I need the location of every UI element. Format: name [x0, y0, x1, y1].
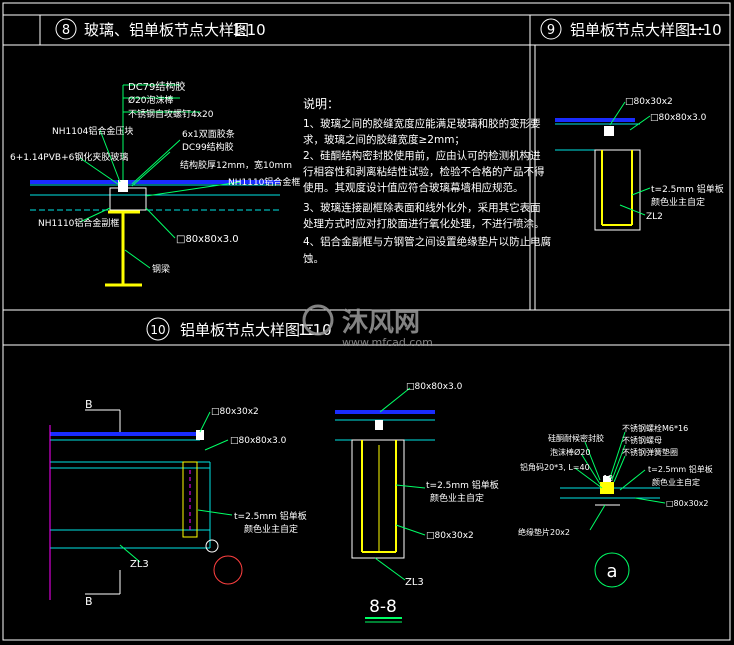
label-panel: t=2.5mm 铝单板	[651, 183, 724, 195]
label-tape: 6x1双面胶条	[182, 128, 235, 140]
label-nut: 不锈钢螺母	[622, 435, 662, 445]
label-tube-large: □80x80x3.0	[650, 113, 707, 123]
glass-panel	[335, 410, 435, 414]
label-tube-small: □80x30x2	[666, 499, 708, 508]
title-text: 铝单板节点大样图一	[570, 21, 705, 39]
label-zl: ZL3	[405, 577, 424, 588]
label-angle: 铝角码20*3, L=40	[520, 462, 590, 472]
title-number: 10	[150, 323, 165, 337]
title-text: 玻璃、铝单板节点大样图	[84, 21, 249, 39]
label-color: 颜色业主自定	[430, 492, 484, 504]
label-subframe: NH1110铝合金副框	[38, 217, 119, 229]
title-detail-9: 9 铝单板节点大样图一 1:10	[540, 18, 722, 40]
label-color: 颜色业主自定	[652, 477, 700, 487]
label-tube-large: □80x80x3.0	[406, 382, 463, 392]
notes-line: 使用。其观度设计值应符合玻璃幕墙相应规范。	[303, 181, 524, 194]
label-glass: 6+1.14PVB+6钢化夹胶玻璃	[10, 151, 128, 163]
sealant	[118, 180, 128, 192]
section-8-8-drawing: □80x80x3.0 t=2.5mm 铝单板 颜色业主自定 □80x30x2 Z…	[335, 382, 499, 623]
label-dc99: DC99结构胶	[182, 141, 234, 153]
title-scale: 1:10	[688, 21, 722, 39]
label-tube: □80x80x3.0	[176, 234, 239, 245]
detail-a-marker	[594, 552, 630, 588]
detail-10-drawing: B B □80x30x2 □80x80x3.0 t=2.5mm 铝单板 颜色业主…	[49, 398, 307, 608]
glass-panel	[50, 432, 200, 436]
label-tube-large: □80x80x3.0	[230, 436, 287, 446]
notes-line: 蚀。	[303, 252, 324, 265]
label-foam-rod: Ø20泡沫棒	[128, 94, 174, 106]
label-frame: NH1110铝合金框	[228, 176, 300, 188]
notes-line: 处理方式时应对打胶面进行氧化处理，不进行喷涂。	[303, 217, 545, 230]
label-panel: t=2.5mm 铝单板	[426, 479, 499, 491]
label-insulation: 绝缘垫片20x2	[518, 527, 570, 537]
detail-a-letter: a	[606, 561, 617, 582]
title-detail-10: 10 铝单板节点大样图二 1:10	[146, 317, 332, 341]
notes-block: 说明： 1、玻璃之间的胶缝宽度应能满足玻璃和胶的变形要 求，玻璃之间的胶缝宽度≥…	[303, 96, 551, 265]
label-color: 颜色业主自定	[244, 523, 298, 535]
label-color: 颜色业主自定	[651, 196, 705, 208]
label-b-top: B	[85, 398, 93, 411]
title-number: 8	[62, 23, 70, 38]
watermark-url: www.mfcad.com	[342, 336, 433, 349]
notes-line: 3、玻璃连接副框除表面和线外化外，采用其它表面	[303, 201, 541, 214]
label-zl: ZL2	[646, 212, 663, 222]
label-sealant: 硅酮耐候密封胶	[548, 433, 604, 443]
watermark-brand: 沐风网	[342, 308, 420, 338]
aluminum-angle	[600, 482, 614, 494]
title-detail-8: 8 玻璃、铝单板节点大样图 1:10	[55, 18, 266, 40]
label-foam-rod: 泡沫棒Ø20	[550, 447, 590, 457]
notes-line: 1、玻璃之间的胶缝宽度应能满足玻璃和胶的变形要	[303, 117, 541, 130]
watermark: 沐风网 www.mfcad.com	[302, 304, 433, 349]
notes-title: 说明：	[303, 96, 339, 111]
title-scale: 1:10	[232, 21, 266, 39]
glass-panel	[30, 180, 280, 184]
label-dc79: DC79结构胶	[128, 80, 185, 93]
section-title: 8-8	[369, 597, 397, 617]
label-joint-size: 结构胶厚12mm，宽10mm	[180, 159, 292, 171]
tube-column	[351, 439, 405, 559]
label-tube-small: □80x30x2	[211, 407, 259, 417]
label-washer: 不锈钢弹簧垫圈	[622, 447, 678, 457]
label-tube-small: □80x30x2	[426, 531, 474, 541]
title-number: 9	[547, 23, 555, 38]
label-dimension: 12	[603, 474, 613, 483]
notes-line: 求，玻璃之间的胶缝宽度≥2mm；	[303, 133, 465, 146]
label-zl: ZL3	[130, 559, 149, 570]
notes-line: 4、铝合金副框与方钢管之间设置绝缘垫片以防止电腐	[303, 235, 551, 248]
detail-a-drawing: 不锈钢螺栓M6*16 不锈钢螺母 不锈钢弹簧垫圈 硅酮耐候密封胶 泡沫棒Ø20 …	[518, 423, 713, 588]
watermark-logo-icon	[302, 304, 334, 336]
notes-line: 2、硅酮结构密封胶使用前，应由认可的检测机构进	[303, 149, 541, 162]
label-panel: t=2.5mm 铝单板	[234, 510, 307, 522]
notes-line: 行相容性和剥离粘结性试验，检验不合格的产品不得	[303, 165, 545, 178]
label-b-bottom: B	[85, 595, 93, 608]
title-text: 铝单板节点大样图二	[180, 321, 315, 339]
tube-column	[594, 149, 641, 231]
label-screw: 不锈钢自攻螺钉4x20	[128, 108, 214, 120]
detail-8-drawing: DC79结构胶 Ø20泡沫棒 不锈钢自攻螺钉4x20 NH1104铝合金压块 6…	[10, 80, 300, 287]
detail-9-drawing: □80x30x2 □80x80x3.0 t=2.5mm 铝单板 颜色业主自定 Z…	[555, 97, 724, 231]
label-steel-beam: 钢梁	[152, 263, 170, 275]
glass-panel	[555, 118, 635, 122]
label-pressure-block: NH1104铝合金压块	[52, 125, 133, 137]
label-tube-small: □80x30x2	[625, 97, 673, 107]
label-panel: t=2.5mm 铝单板	[648, 464, 713, 474]
label-bolt: 不锈钢螺栓M6*16	[622, 423, 688, 433]
